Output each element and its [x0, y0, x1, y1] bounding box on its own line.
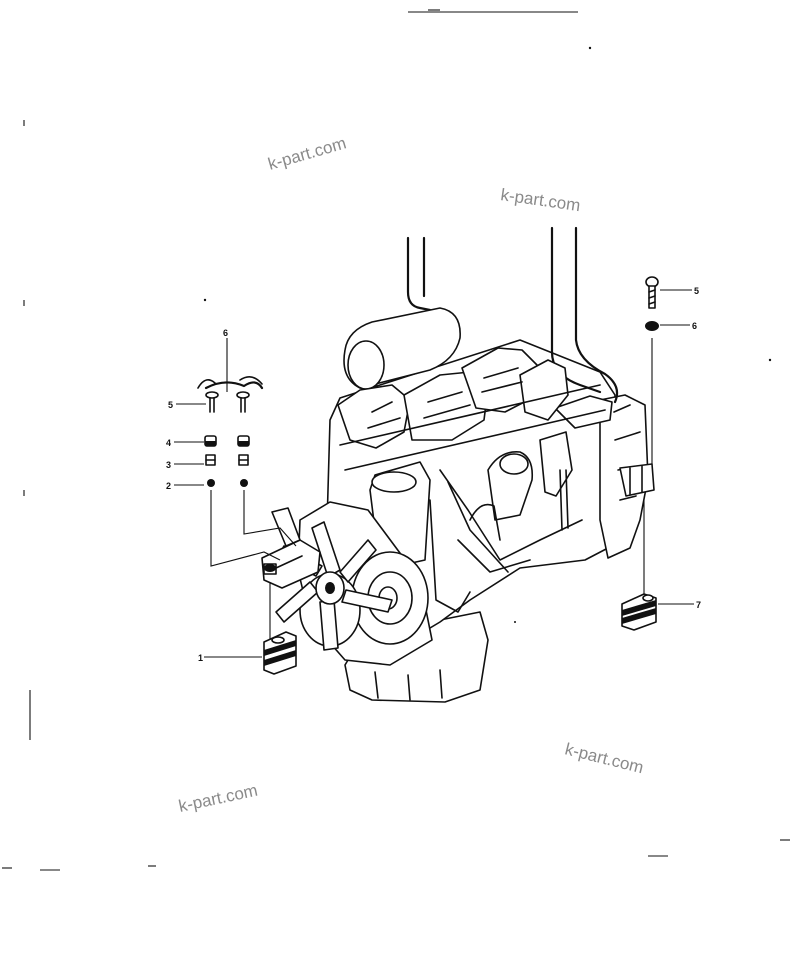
engine-assembly — [261, 226, 655, 703]
scan-marks — [2, 9, 790, 871]
rear-rubber-mount — [621, 593, 657, 631]
callout-7: 7 — [696, 600, 701, 610]
callout-labels: 1 2 3 4 5 6 5 6 7 — [166, 286, 701, 663]
front-rubber-mount — [263, 563, 297, 675]
watermark: k-part.com — [563, 739, 646, 777]
callout-5-front: 5 — [168, 400, 173, 410]
watermark: k-part.com — [266, 133, 348, 173]
watermark: k-part.com — [499, 185, 581, 215]
callout-6-front: 6 — [223, 328, 228, 338]
rear-mount-parts — [621, 276, 659, 631]
watermark: k-part.com — [177, 781, 259, 816]
callout-leaders — [174, 289, 694, 658]
callout-2: 2 — [166, 481, 171, 491]
callout-1: 1 — [198, 653, 203, 663]
callout-6-rear: 6 — [692, 321, 697, 331]
callout-4: 4 — [166, 438, 171, 448]
callout-5-rear: 5 — [694, 286, 699, 296]
callout-3: 3 — [166, 460, 171, 470]
front-mount-parts — [197, 338, 297, 675]
